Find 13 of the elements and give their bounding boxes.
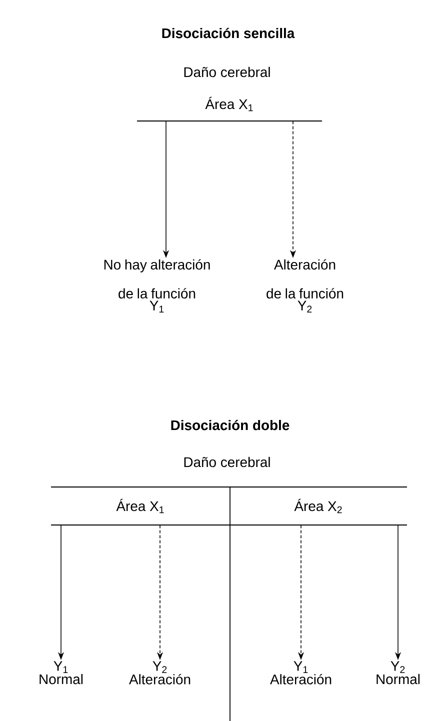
area-label: Área X$_{1}$ <box>116 498 164 514</box>
outcome-text: Y$_{2}$ Normal <box>376 661 420 684</box>
area-label: Área X$_{1}$ <box>205 96 253 112</box>
outcome-text: Y$_{2}$ Alteración <box>129 661 190 684</box>
outcome-text: Alteración de la función Y$_{2}$ <box>266 259 344 312</box>
label-text: Daño cerebral <box>184 456 270 468</box>
outcome-text: Y$_{1}$ Alteración <box>270 661 332 684</box>
outcome-text: Y$_{1}$ Normal <box>40 661 83 684</box>
heading: Disociación doble <box>171 420 290 430</box>
label-text: Daño cerebral <box>184 66 270 78</box>
heading: Disociación sencilla <box>162 28 295 38</box>
area-label: Área X$_{2}$ <box>294 498 342 514</box>
outcome-text: No hay alteración de la función Y$_{1}$ <box>104 259 210 312</box>
